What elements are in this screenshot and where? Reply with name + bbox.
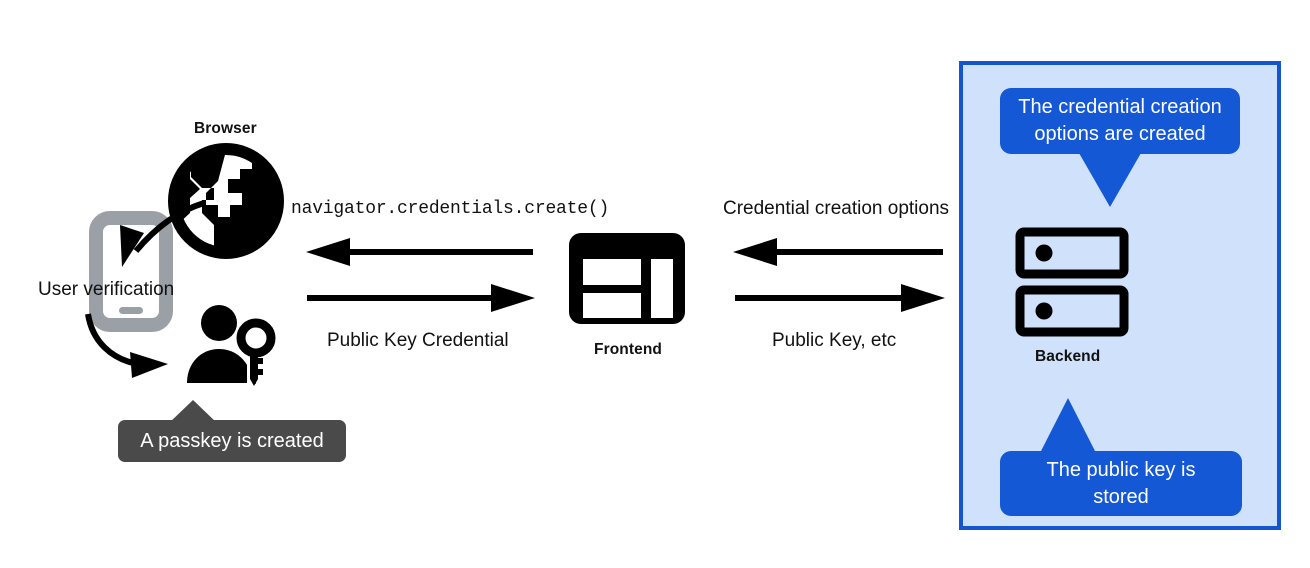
callout-tail-up-icon	[1040, 398, 1096, 453]
tooltip-passkey-created: A passkey is created	[118, 420, 346, 462]
arrow-browser-to-frontend	[307, 283, 537, 313]
callout-public-key-stored: The public key is stored	[1000, 451, 1242, 516]
edge-label-public-key-credential: Public Key Credential	[327, 330, 509, 351]
web-layout-icon	[567, 231, 687, 326]
person-with-key-icon	[185, 305, 281, 387]
edge-label-credential-creation-options: Credential creation options	[723, 198, 950, 219]
browser-label: Browser	[194, 120, 257, 137]
arrow-browser-to-device-icon	[100, 195, 210, 270]
callout-tail-down-icon	[1079, 153, 1141, 207]
frontend-label: Frontend	[594, 341, 662, 358]
backend-label: Backend	[1035, 348, 1101, 365]
arrow-frontend-to-browser	[306, 237, 536, 267]
edge-label-public-key-etc: Public Key, etc	[772, 330, 897, 351]
server-rack-icon	[1015, 227, 1129, 338]
arrow-backend-to-frontend	[733, 237, 945, 267]
user-verification-label: User verification	[38, 279, 175, 300]
smartphone-icon	[89, 211, 173, 332]
arrow-frontend-to-backend	[735, 283, 947, 313]
globe-icon	[168, 143, 284, 259]
edge-label-navigator-create: navigator.credentials.create()	[291, 199, 610, 219]
arrow-device-to-user-icon	[80, 312, 200, 382]
callout-credential-options-created: The credential creation options are crea…	[1000, 88, 1240, 154]
